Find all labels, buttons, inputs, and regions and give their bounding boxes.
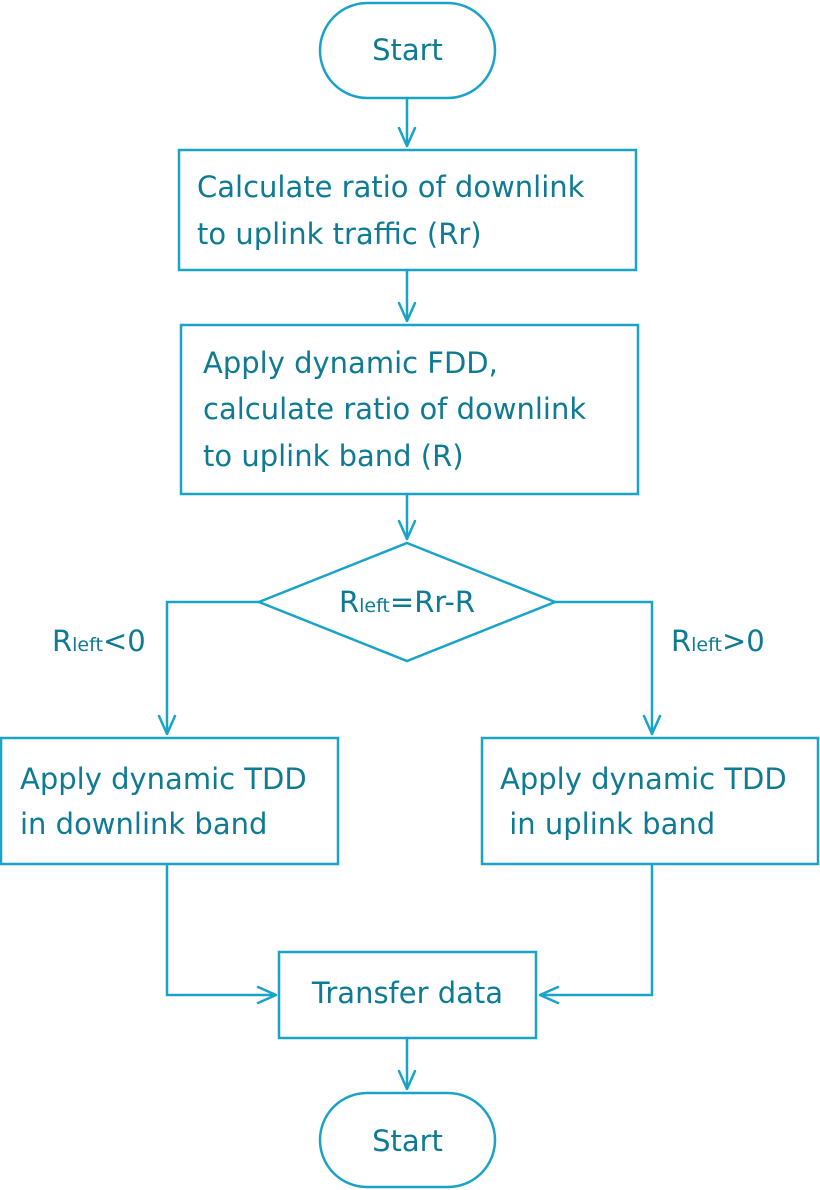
process-shape — [480, 736, 820, 866]
apply-fdd-box: Apply dynamic FDD, calculate ratio of do… — [179, 323, 640, 496]
connectors — [157, 98, 662, 1091]
transfer-data-label: Transfer data — [311, 976, 503, 1010]
calc-traffic-ratio-box: Calculate ratio of downlink to uplink tr… — [177, 148, 638, 272]
connector-decision-to-right — [555, 600, 654, 734]
tdd-uplink-box: Apply dynamic TDD in uplink band — [480, 736, 820, 866]
tdd-uplink-line-2: in uplink band — [500, 807, 715, 841]
decision-label: Rleft=Rr-R — [339, 585, 475, 619]
apply-fdd-line-2: calculate ratio of downlink — [203, 392, 586, 426]
branch-left-subscript: left — [72, 634, 103, 656]
tdd-uplink-line-1: Apply dynamic TDD — [500, 762, 787, 796]
arrowhead-left-icon — [538, 985, 560, 1005]
start-terminal-top: Start — [318, 1, 497, 100]
connector-left-to-transfer — [165, 864, 276, 997]
connector-right-to-transfer — [540, 864, 654, 997]
process-shape — [277, 950, 538, 1040]
start-bottom-label: Start — [372, 1124, 443, 1158]
terminal-shape — [318, 1, 497, 100]
branch-left-rest: <0 — [103, 624, 146, 658]
process-shape — [0, 736, 340, 866]
decision-label-rest: =Rr-R — [390, 585, 475, 619]
start-terminal-bottom: Start — [318, 1091, 497, 1189]
process-shape — [177, 148, 638, 272]
arrowhead-right-icon — [256, 985, 278, 1005]
calc-traffic-line-2: to uplink traffic (Rr) — [197, 217, 482, 251]
decision-shape — [255, 541, 559, 663]
arrowhead-down-icon — [157, 714, 177, 736]
branch-right-base: R — [671, 624, 691, 658]
arrowhead-down-icon — [397, 301, 417, 323]
terminal-shape — [318, 1091, 497, 1189]
branch-right-rest: >0 — [722, 624, 765, 658]
decision-rleft: Rleft=Rr-R — [255, 541, 559, 663]
decision-label-base: R — [339, 585, 359, 619]
decision-label-subscript: left — [359, 595, 390, 617]
process-shape — [179, 323, 640, 496]
connector-decision-to-left — [165, 600, 259, 734]
arrowhead-down-icon — [397, 519, 417, 541]
branch-label-left: Rleft<0 — [52, 624, 146, 658]
tdd-downlink-box: Apply dynamic TDD in downlink band — [0, 736, 340, 866]
apply-fdd-line-1: Apply dynamic FDD, — [203, 346, 498, 380]
branch-left-base: R — [52, 624, 72, 658]
branch-right-subscript: left — [691, 634, 722, 656]
tdd-downlink-line-2: in downlink band — [20, 807, 267, 841]
calc-traffic-line-1: Calculate ratio of downlink — [197, 170, 585, 204]
branch-label-right: Rleft>0 — [671, 624, 765, 658]
arrowhead-down-icon — [397, 1069, 417, 1091]
arrowhead-down-icon — [642, 714, 662, 736]
tdd-downlink-line-1: Apply dynamic TDD — [20, 762, 307, 796]
apply-fdd-line-3: to uplink band (R) — [203, 439, 464, 473]
transfer-data-box: Transfer data — [277, 950, 538, 1040]
arrowhead-down-icon — [397, 126, 417, 148]
start-top-label: Start — [372, 33, 443, 67]
